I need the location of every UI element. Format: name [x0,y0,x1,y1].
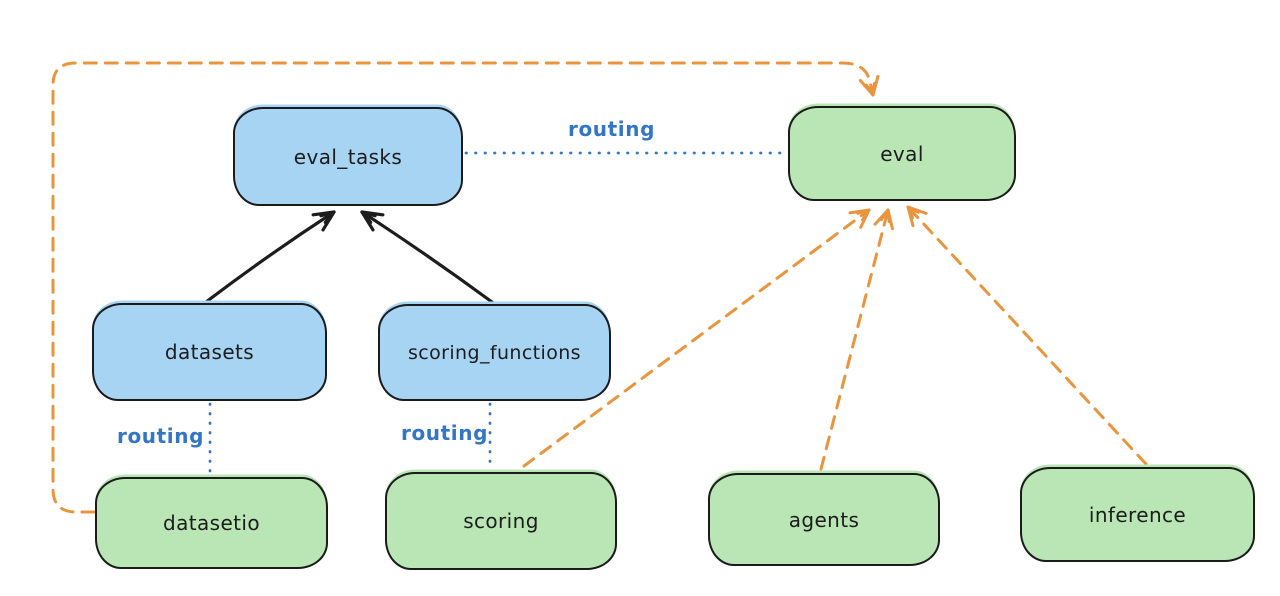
node-inference-label: inference [1088,502,1187,527]
node-eval: eval [788,106,1016,201]
node-datasets: datasets [92,303,327,401]
node-inference: inference [1020,467,1255,562]
node-datasetio-label: datasetio [162,511,260,535]
routing-label-eval-tasks-eval: routing [568,117,656,141]
edge-scoring-to-eval-arrow [522,208,871,468]
node-agents-label: agents [788,507,860,532]
node-eval-label: eval [880,141,924,166]
routing-label-datasets-datasetio: routing [117,424,205,448]
node-scoring-label: scoring [463,509,539,533]
node-datasetio: datasetio [95,477,328,569]
edge-datasetio-to-eval-arrow [51,61,880,514]
node-agents: agents [708,473,940,566]
node-scoring-functions-label: scoring_functions [408,341,581,364]
edge-agents-to-eval-arrow [819,208,894,471]
node-datasets-label: datasets [164,340,255,364]
node-eval-tasks-label: eval_tasks [293,144,403,169]
node-scoring: scoring [385,472,617,570]
edge-inference-to-eval-arrow [906,205,1148,466]
routing-label-scoring-functions-scoring: routing [401,421,489,445]
edge-scoring-functions-to-eval-tasks-arrow [360,210,494,304]
edge-datasets-to-eval-tasks-arrow [204,210,336,304]
node-scoring-functions: scoring_functions [378,304,611,401]
node-eval-tasks: eval_tasks [233,107,463,206]
